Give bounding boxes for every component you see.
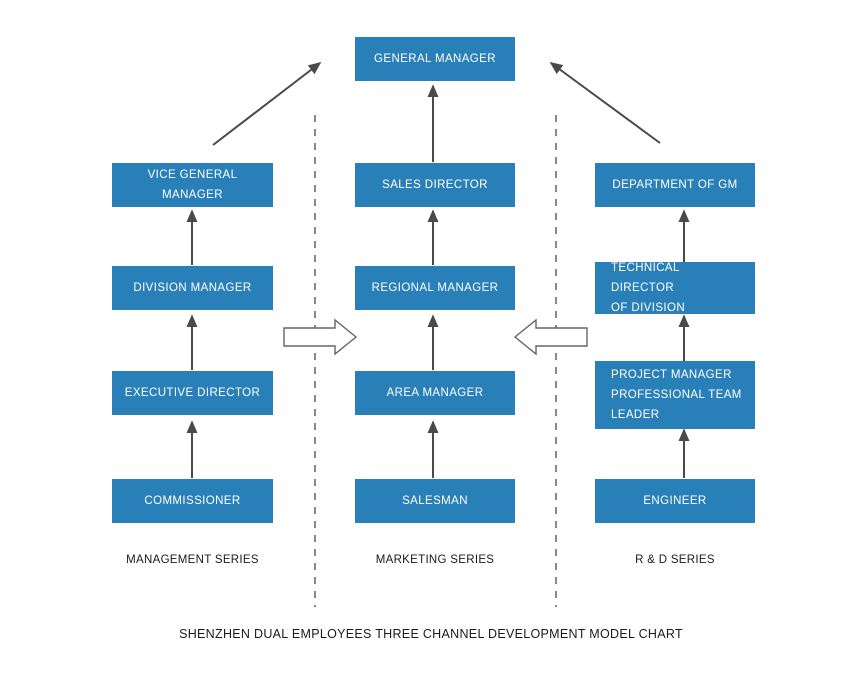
node-executive-director[interactable]: EXECUTIVE DIRECTOR <box>112 371 273 415</box>
node-label: TECHNICAL DIRECTOR OF DIVISION <box>611 262 686 314</box>
series-label-rnd: R & D SERIES <box>635 554 715 566</box>
node-department-of-gm[interactable]: DEPARTMENT OF GM <box>595 163 755 207</box>
node-commissioner[interactable]: COMMISSIONER <box>112 479 273 523</box>
diagonal-arrow-rnd-to-general-manager <box>549 62 661 144</box>
node-engineer[interactable]: ENGINEER <box>595 479 755 523</box>
chart-title: SHENZHEN DUAL EMPLOYEES THREE CHANNEL DE… <box>179 627 683 641</box>
node-area-manager[interactable]: AREA MANAGER <box>355 371 515 415</box>
node-label: DIVISION MANAGER <box>133 282 252 294</box>
node-project-manager-professional-team-leader[interactable]: PROJECT MANAGER PROFESSIONAL TEAM LEADER <box>595 361 755 429</box>
node-label: ENGINEER <box>643 495 707 507</box>
node-label: REGIONAL MANAGER <box>371 282 499 294</box>
node-sales-director[interactable]: SALES DIRECTOR <box>355 163 515 207</box>
node-label: DEPARTMENT OF GM <box>612 179 738 191</box>
block-arrow-right <box>283 318 358 356</box>
node-label: GENERAL MANAGER <box>374 53 496 65</box>
node-regional-manager[interactable]: REGIONAL MANAGER <box>355 266 515 310</box>
node-vice-general-manager[interactable]: VICE GENERAL MANAGER <box>112 163 273 207</box>
node-division-manager[interactable]: DIVISION MANAGER <box>112 266 273 310</box>
node-label: PROJECT MANAGER PROFESSIONAL TEAM LEADER <box>611 369 742 421</box>
node-general-manager[interactable]: GENERAL MANAGER <box>355 37 515 81</box>
series-label-management: MANAGEMENT SERIES <box>126 554 259 566</box>
block-arrow-left <box>513 318 588 356</box>
node-label: SALES DIRECTOR <box>382 179 488 191</box>
node-label: VICE GENERAL MANAGER <box>147 169 238 201</box>
node-label: SALESMAN <box>402 495 468 507</box>
node-label: AREA MANAGER <box>386 387 484 399</box>
node-salesman[interactable]: SALESMAN <box>355 479 515 523</box>
node-label: COMMISSIONER <box>144 495 241 507</box>
node-technical-director-of-division[interactable]: TECHNICAL DIRECTOR OF DIVISION <box>595 262 755 314</box>
diagonal-arrow-management-to-general-manager <box>212 62 322 146</box>
series-label-marketing: MARKETING SERIES <box>375 554 495 566</box>
node-label: EXECUTIVE DIRECTOR <box>124 387 261 399</box>
